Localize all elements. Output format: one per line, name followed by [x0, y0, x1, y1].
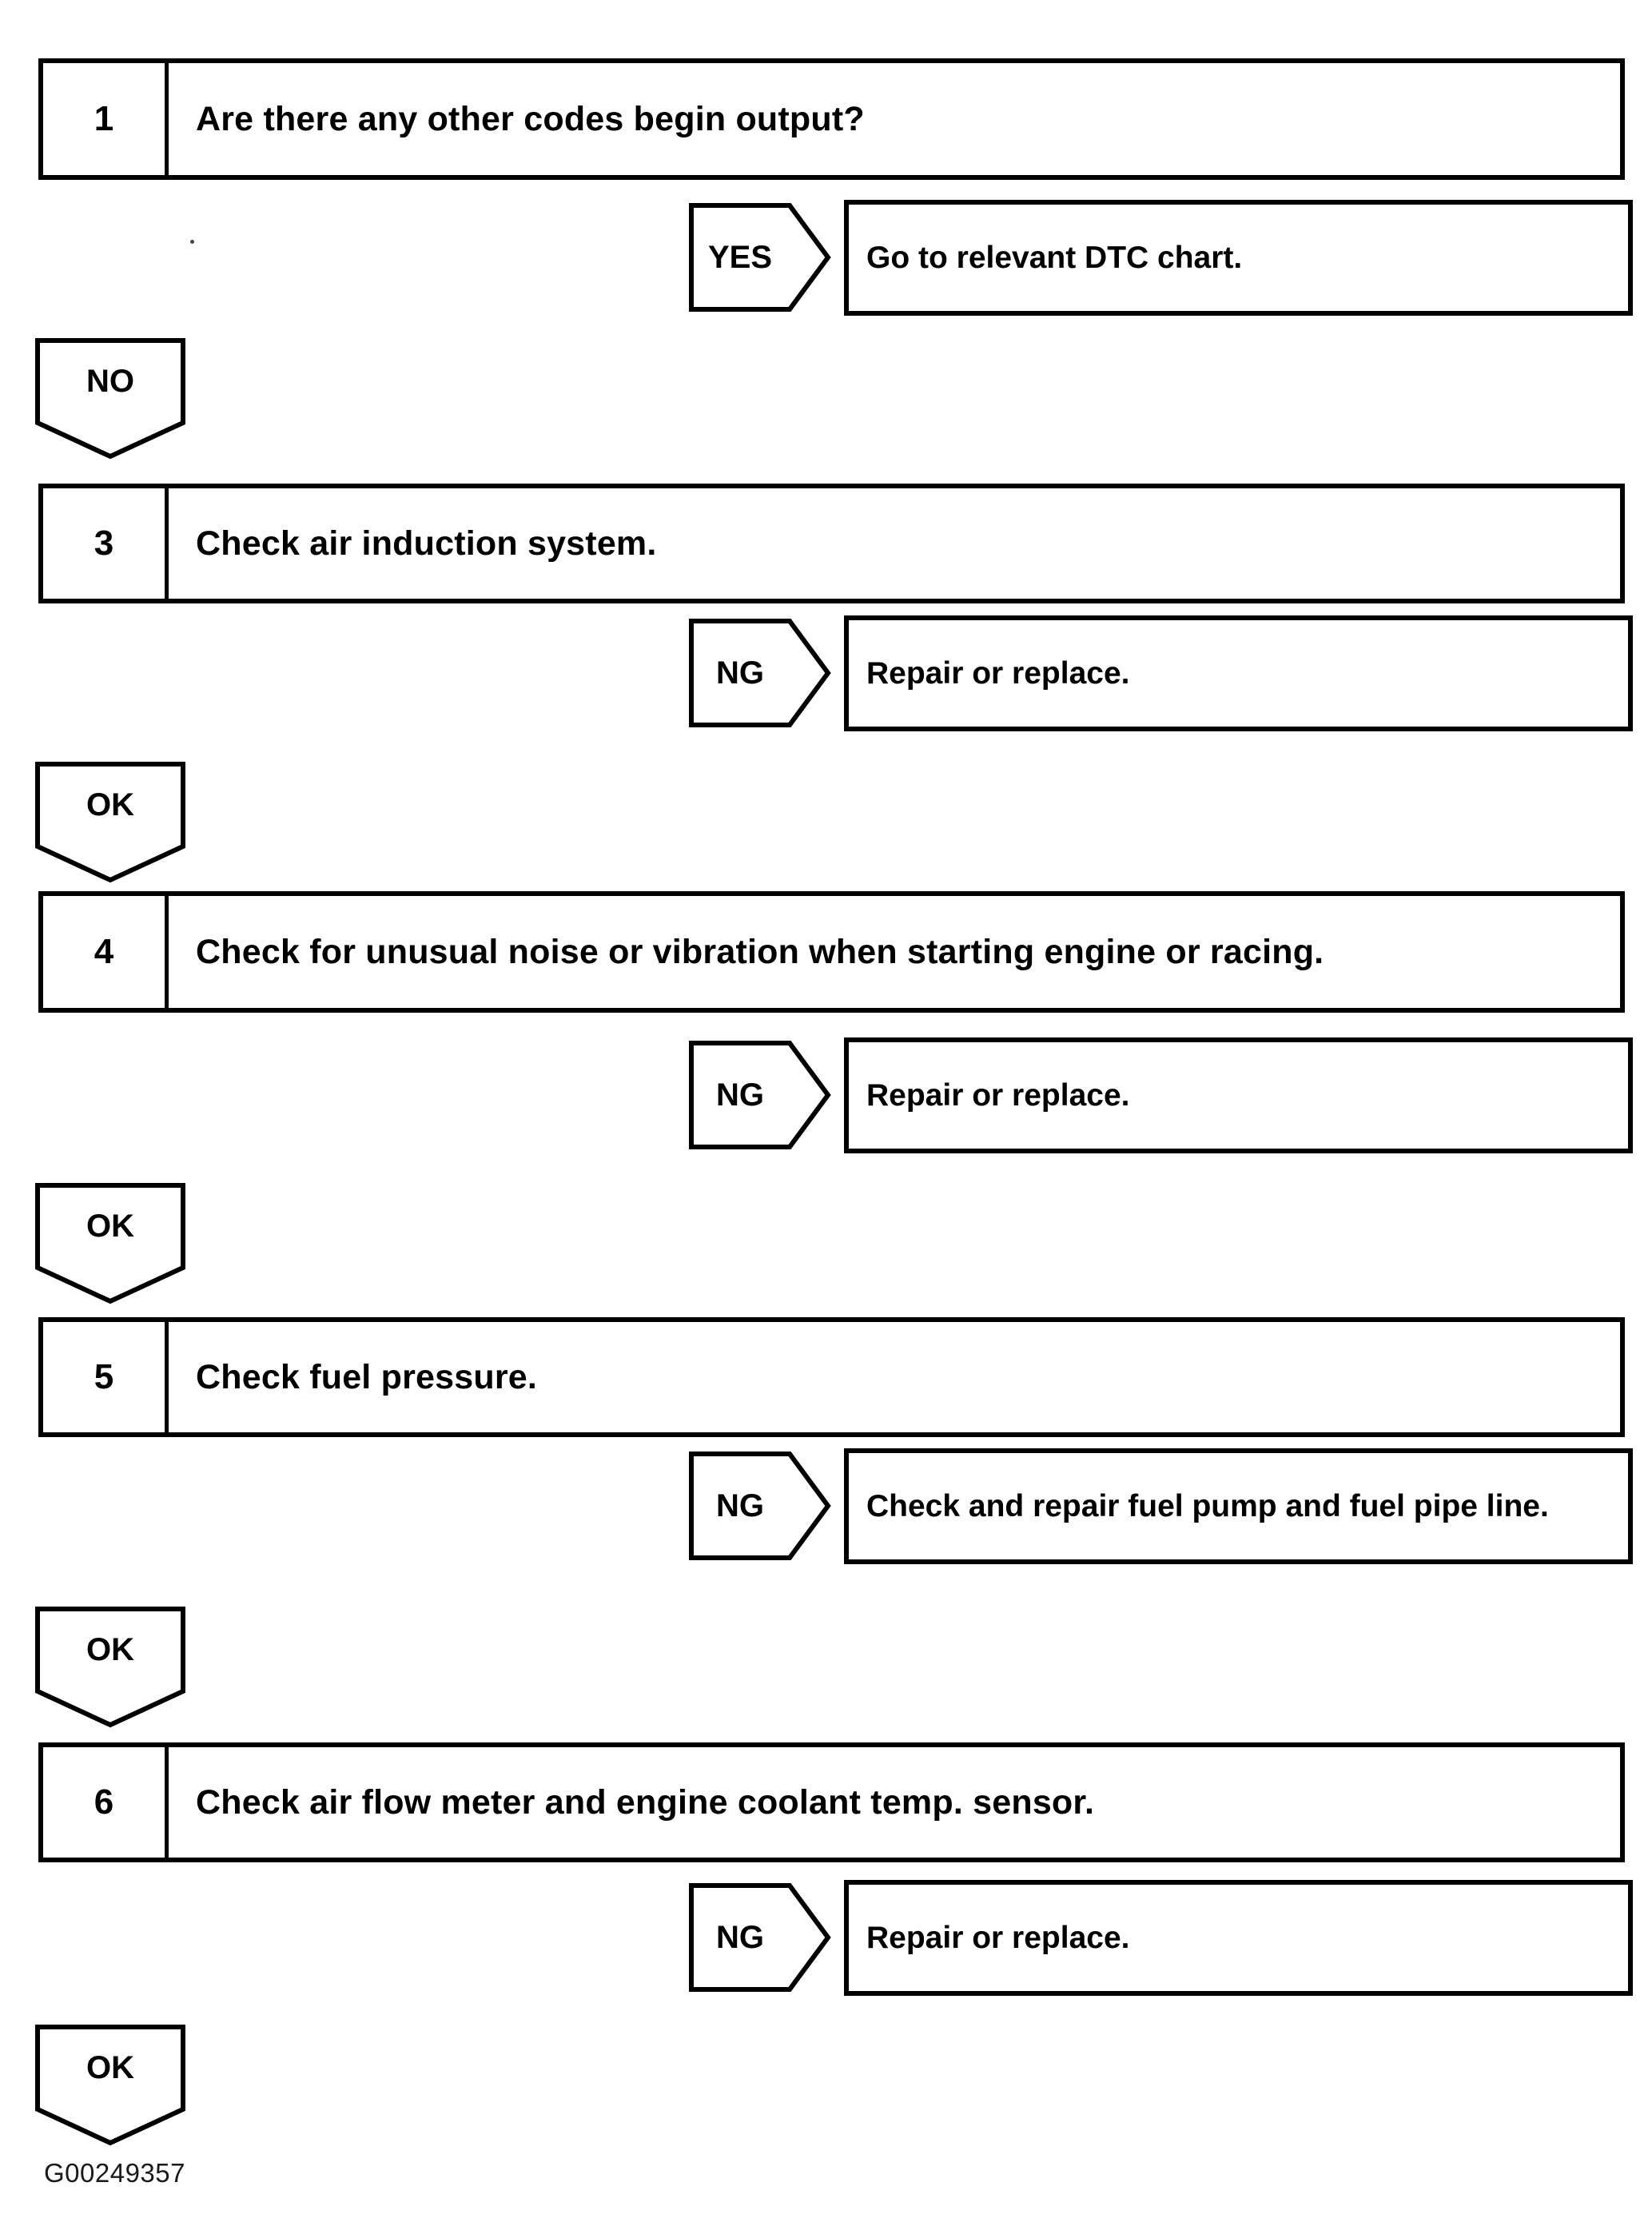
result-text: Repair or replace.: [866, 1077, 1130, 1113]
step-box-1: 1 Are there any other codes begin output…: [38, 58, 1625, 180]
down-pentagon-icon: [35, 2025, 185, 2146]
step-text: Are there any other codes begin output?: [196, 99, 865, 138]
branch-label: NG: [716, 1919, 764, 1955]
connector-no: NO: [34, 338, 186, 460]
branch-row-ng-1: NG Repair or replace.: [38, 615, 1633, 731]
step-number: 6: [43, 1747, 169, 1858]
ng-arrow: NG: [689, 1452, 831, 1560]
step-box-6: 6 Check air flow meter and engine coolan…: [38, 1742, 1625, 1862]
connector-ok-3: OK: [34, 1607, 186, 1728]
right-arrow-pentagon-icon: [689, 1452, 831, 1560]
down-pentagon-icon: [35, 1607, 185, 1728]
step-number: 5: [43, 1322, 169, 1432]
down-pentagon-icon: [35, 1183, 185, 1304]
step-box-3: 3 Check air induction system.: [38, 484, 1625, 603]
result-text: Repair or replace.: [866, 655, 1130, 691]
figure-id-label: G00249357: [44, 2158, 185, 2188]
result-text: Check and repair fuel pump and fuel pipe…: [866, 1488, 1549, 1523]
branch-row-ng-2: NG Repair or replace.: [38, 1037, 1633, 1153]
branch-row-ng-3: NG Check and repair fuel pump and fuel p…: [38, 1448, 1633, 1564]
down-pentagon-icon: [35, 762, 185, 883]
right-arrow-pentagon-icon: [689, 1041, 831, 1149]
step-text: Check fuel pressure.: [196, 1357, 538, 1396]
connector-label: NO: [86, 363, 134, 399]
step-number: 3: [43, 488, 169, 599]
down-pentagon-icon: [35, 338, 185, 460]
connector-ok-2: OK: [34, 1183, 186, 1304]
connector-label: OK: [86, 1631, 134, 1667]
branch-row-yes: YES Go to relevant DTC chart.: [38, 200, 1633, 316]
step-text: Check air flow meter and engine coolant …: [196, 1782, 1095, 1822]
result-text: Go to relevant DTC chart.: [866, 240, 1243, 275]
step-box-4: 4 Check for unusual noise or vibration w…: [38, 891, 1625, 1013]
connector-label: OK: [86, 786, 134, 822]
step-text: Check for unusual noise or vibration whe…: [196, 932, 1324, 971]
branch-label: YES: [707, 239, 773, 275]
branch-label: NG: [716, 655, 764, 691]
branch-label: NG: [716, 1487, 764, 1523]
step-number: 4: [43, 896, 169, 1008]
connector-label: OK: [86, 1208, 134, 1244]
result-box: Check and repair fuel pump and fuel pipe…: [844, 1448, 1633, 1564]
connector-ok-1: OK: [34, 762, 186, 883]
branch-label: NG: [716, 1077, 764, 1113]
connector-ok-4: OK: [34, 2025, 186, 2146]
yes-arrow: YES: [689, 203, 831, 312]
result-box: Repair or replace.: [844, 615, 1633, 731]
result-box: Repair or replace.: [844, 1037, 1633, 1153]
result-box: Repair or replace.: [844, 1880, 1633, 1996]
step-number: 1: [43, 63, 169, 175]
result-box: Go to relevant DTC chart.: [844, 200, 1633, 316]
ng-arrow: NG: [689, 619, 831, 727]
result-text: Repair or replace.: [866, 1920, 1130, 1955]
step-box-5: 5 Check fuel pressure.: [38, 1317, 1625, 1437]
ng-arrow: NG: [689, 1883, 831, 1992]
branch-row-ng-4: NG Repair or replace.: [38, 1880, 1633, 1996]
right-arrow-pentagon-icon: [689, 619, 831, 727]
scan-speckle: [190, 240, 194, 244]
ng-arrow: NG: [689, 1041, 831, 1149]
right-arrow-pentagon-icon: [689, 203, 831, 312]
right-arrow-pentagon-icon: [689, 1883, 831, 1992]
step-text: Check air induction system.: [196, 524, 657, 563]
connector-label: OK: [86, 2049, 134, 2085]
